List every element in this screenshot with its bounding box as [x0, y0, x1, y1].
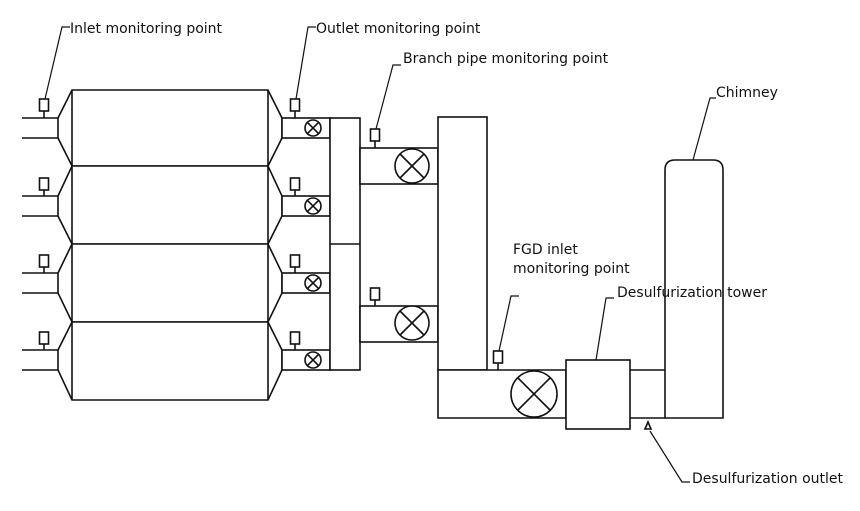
inlet-pipes	[22, 117, 58, 371]
desulfurization-tower	[565, 359, 631, 430]
desulfurization-outlet-label: Desulfurization outlet	[692, 471, 844, 487]
outlet-monitoring-label: Outlet monitoring point	[316, 21, 481, 37]
branch-monitoring-sensors	[369, 128, 381, 306]
precipitator-units	[57, 89, 283, 401]
fgd-inlet-sensor-icon	[492, 350, 504, 370]
desulfurization-tower-label: Desulfurization tower	[617, 285, 767, 301]
sensor-icon	[38, 177, 50, 196]
sensor-icon	[289, 331, 301, 350]
collector-header	[329, 117, 361, 371]
damper-icon	[304, 119, 322, 137]
precipitator-unit-1	[57, 89, 283, 167]
leader-lines	[44, 26, 716, 483]
fan-icon	[394, 148, 430, 184]
outlet-dampers	[304, 119, 322, 369]
fgd-inlet-label-line1: FGD inlet	[513, 242, 578, 258]
sensor-icon	[38, 254, 50, 273]
inlet-sensor-icon	[38, 98, 50, 118]
fgd-inlet-label-line2: monitoring point	[513, 261, 630, 277]
inlet-monitoring-sensors	[38, 98, 50, 350]
damper-icon	[304, 351, 322, 369]
precipitator-unit-3	[57, 243, 283, 323]
outlet-sensor-icon	[289, 98, 301, 118]
inlet-monitoring-label: Inlet monitoring point	[70, 21, 223, 37]
chimney-label: Chimney	[716, 85, 778, 101]
desulfurization-outlet-marker	[643, 419, 653, 430]
precipitator-unit-4	[57, 321, 283, 401]
fan-icon	[394, 305, 430, 341]
branch-monitoring-label: Branch pipe monitoring point	[403, 51, 609, 67]
chimney	[664, 159, 724, 419]
precipitator-unit-2	[57, 165, 283, 245]
damper-icon	[304, 274, 322, 292]
sensor-icon	[38, 331, 50, 350]
branch-sensor-icon	[369, 128, 381, 148]
tower-to-chimney-duct	[630, 369, 665, 419]
outlet-pipes	[281, 117, 331, 371]
outlet-monitoring-sensors	[289, 98, 301, 350]
sensor-icon	[289, 177, 301, 196]
damper-icon	[304, 197, 322, 215]
main-fan-icon	[510, 370, 558, 418]
sensor-icon	[289, 254, 301, 273]
sensor-icon	[369, 287, 381, 306]
branch-fans	[394, 148, 430, 341]
